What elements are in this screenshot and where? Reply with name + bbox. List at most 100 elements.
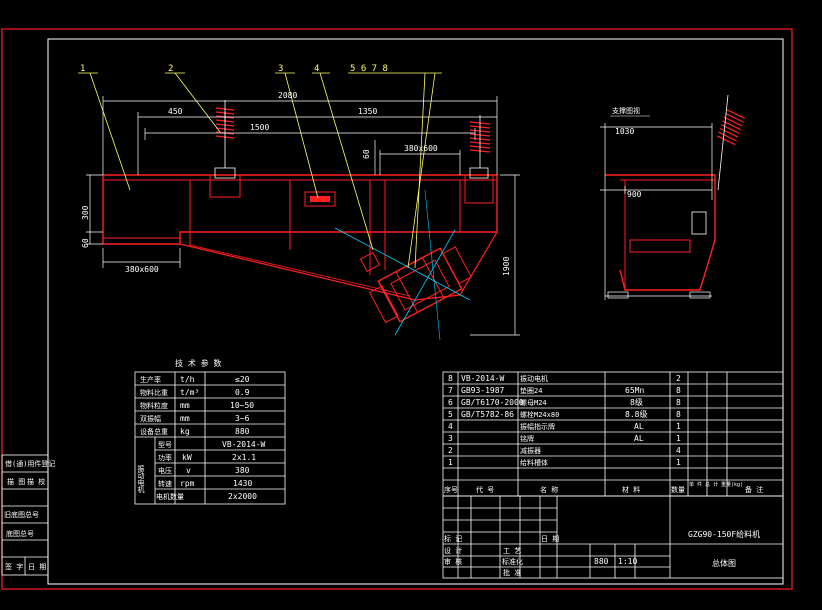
- param-name: 生产率: [140, 375, 161, 384]
- inner-frame: [47, 38, 784, 585]
- title-weight: 880: [594, 557, 609, 566]
- sidebar-row-2: 描 校: [27, 477, 45, 486]
- dim-right: 1350: [358, 107, 377, 116]
- params-table: [134, 371, 286, 505]
- part-qty: 4: [676, 446, 681, 455]
- sidebar-row-1: 描 图: [7, 477, 25, 486]
- front-view: [102, 100, 498, 341]
- title-scale: 1:10: [618, 557, 637, 566]
- part-material: 65Mn: [625, 386, 644, 395]
- sidebar-block: [1, 454, 49, 576]
- param-name: 物料比重: [140, 388, 168, 397]
- params-rows: 生产率 t/h ≤20 物料比重 t/m³ 0.9 物料粒度 mm 10~50 …: [140, 375, 254, 436]
- part-qty: 8: [676, 398, 681, 407]
- dim-mid: 1500: [250, 123, 269, 132]
- param-value: 880: [235, 427, 250, 436]
- part-no: 6: [448, 398, 453, 407]
- motor-unit: rpm: [180, 479, 195, 488]
- callout-1: 1: [80, 64, 85, 74]
- outer-frame: [1, 28, 793, 590]
- motor-name: 转速: [158, 479, 172, 488]
- parts-header-code: 代 号: [476, 485, 494, 494]
- dim-bottom: 380x600: [125, 265, 159, 274]
- part-name: 垫圈24: [520, 386, 542, 395]
- part-no: 7: [448, 386, 453, 395]
- part-qty: 1: [676, 434, 681, 443]
- part-qty: 8: [676, 410, 681, 419]
- motor-unit: kW: [182, 453, 192, 462]
- part-code: VB-2014-W: [461, 374, 505, 383]
- motor-value: 380: [235, 466, 250, 475]
- part-qty: 8: [676, 386, 681, 395]
- title-name: 总体图: [712, 558, 736, 568]
- dim-port: 380x600: [404, 144, 438, 153]
- title-label-design: 设 计: [444, 546, 462, 555]
- part-qty: 2: [676, 374, 681, 383]
- trough-outline: [102, 174, 498, 245]
- part-code: GB93-1987: [461, 386, 505, 395]
- part-no: 5: [448, 410, 453, 419]
- parts-header-no: 序号: [444, 485, 458, 494]
- right-bracket: [464, 174, 494, 204]
- title-label-check: 审 核: [444, 557, 462, 566]
- dim-vert: 1900: [502, 257, 511, 276]
- sidebar-row-6: 日 期: [28, 563, 46, 571]
- param-unit: mm: [180, 401, 190, 410]
- part-material: 8.8级: [625, 409, 647, 419]
- param-value: ≤20: [235, 375, 250, 384]
- parts-header-qty: 数量: [671, 485, 685, 494]
- part-material: AL: [634, 434, 644, 443]
- motor-name: 型号: [158, 440, 172, 449]
- param-value: 10~50: [230, 401, 254, 410]
- part-qty: 1: [676, 422, 681, 431]
- dim-side-top: 1030: [615, 127, 634, 136]
- part-no: 2: [448, 446, 453, 455]
- part-name: 铭牌: [520, 434, 534, 443]
- title-block: [442, 495, 784, 579]
- dimension-lines: [86, 96, 520, 336]
- trough-underside: [179, 231, 498, 301]
- sidebar-row-0: 借(通)用件登记: [5, 459, 55, 468]
- callout-2: 2: [168, 64, 173, 74]
- sidebar-row-4: 底图总号: [6, 529, 34, 538]
- sidebar-row-3: 旧底图总号: [4, 510, 39, 519]
- part-no: 4: [448, 422, 453, 431]
- part-no: 1: [448, 458, 453, 467]
- motor-label: 振动电机: [137, 464, 145, 494]
- left-spring-icon: [215, 100, 235, 168]
- params-title: 技 术 参 数: [175, 358, 221, 368]
- title-model: GZG90-150F给料机: [688, 529, 760, 539]
- callout-3: 3: [278, 64, 283, 74]
- part-name: 螺母M24: [520, 398, 547, 407]
- part-qty: 1: [676, 458, 681, 467]
- param-name: 双振幅: [140, 414, 161, 423]
- part-name: 给料槽体: [520, 458, 548, 467]
- part-name: 减振器: [520, 446, 541, 455]
- part-name: 振幅指示牌: [520, 422, 555, 431]
- title-label-date: 日 期: [541, 535, 559, 543]
- title-label-sheet: 标 记: [444, 534, 462, 543]
- vibration-motor: [368, 246, 472, 324]
- nameplate: [304, 191, 336, 207]
- side-view: [600, 94, 746, 300]
- dim-h60: 60: [362, 149, 371, 159]
- dim-h60b: 60: [81, 238, 90, 248]
- parts-header-weight: 单 件 总 计 重量(kg): [689, 481, 743, 488]
- part-code: GB/T5782-86: [461, 410, 514, 419]
- param-value: 0.9: [235, 388, 250, 397]
- dim-side-mid: 900: [627, 190, 642, 199]
- right-spring-icon: [469, 115, 491, 168]
- motor-value: 2x1.1: [232, 453, 256, 462]
- sidebar-row-5: 签 字: [5, 562, 23, 571]
- leaders: [78, 72, 442, 269]
- motor-name: 电压: [158, 466, 172, 475]
- motor-centerline-a: [334, 227, 471, 301]
- motor-centerline-b: [394, 229, 456, 336]
- part-material: 8级: [630, 397, 643, 407]
- motor-name: 功率: [158, 453, 172, 462]
- param-unit: t/h: [180, 375, 195, 384]
- dim-h300: 300: [81, 205, 90, 220]
- callout-4: 4: [314, 64, 319, 74]
- part-no: 3: [448, 434, 453, 443]
- parts-header-name: 名 称: [540, 485, 558, 494]
